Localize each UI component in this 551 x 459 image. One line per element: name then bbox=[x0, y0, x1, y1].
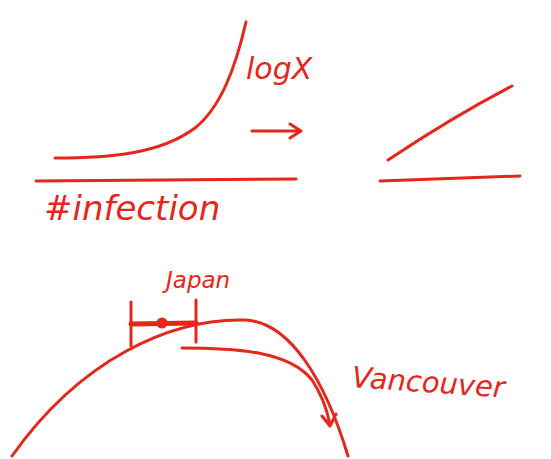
place-label: Japan bbox=[166, 268, 230, 293]
route-arrow bbox=[182, 348, 336, 426]
axis-label: #infection bbox=[44, 190, 220, 227]
exponential-curve bbox=[55, 22, 246, 158]
transform-label: logX bbox=[246, 52, 312, 85]
place-label: Vancouver bbox=[351, 362, 506, 404]
transform-arrow bbox=[252, 124, 301, 138]
location-dot bbox=[158, 319, 166, 327]
straight-line bbox=[388, 86, 512, 160]
earth-arc bbox=[12, 320, 348, 456]
axis-line bbox=[380, 176, 520, 181]
axis-line bbox=[36, 179, 296, 181]
bracket-tick bbox=[131, 300, 196, 346]
